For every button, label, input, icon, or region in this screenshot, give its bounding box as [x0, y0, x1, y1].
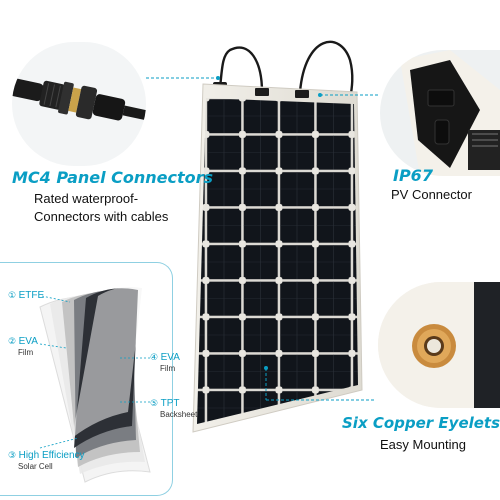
mc4-title: MC4 Panel Connectors: [12, 168, 214, 187]
mc4-connector-photo: [12, 77, 146, 124]
ip67-subtitle: PV Connector: [391, 187, 472, 202]
copper-eyelet-photo: [378, 282, 500, 408]
layer-label-solar-cell: ③ High Efficiency Solar Cell: [8, 450, 85, 471]
eyelet-photo-frame: [378, 282, 500, 408]
mc4-photo-frame: [12, 42, 146, 166]
mc4-line1: Rated waterproof-: [34, 191, 139, 206]
ip67-title: IP67: [393, 166, 433, 185]
junction-box-photo: [400, 50, 500, 176]
layer-label-etfe: ① ETFE: [8, 290, 45, 301]
eyelets-subtitle: Easy Mounting: [380, 437, 466, 452]
layer-label-tpt: ⑤ TPT Backsheet: [150, 398, 198, 419]
layer-label-eva-2: ④ EVA Film: [150, 352, 180, 373]
panel-cable: [218, 46, 264, 93]
mc4-line2: Connectors with cables: [34, 209, 169, 224]
eyelets-title: Six Copper Eyelets: [342, 414, 500, 432]
layer-stack-diagram: [39, 287, 151, 483]
layer-label-eva-1: ② EVA Film: [8, 336, 38, 357]
ip67-photo-frame: [380, 50, 500, 176]
panel-cable: [298, 40, 354, 101]
